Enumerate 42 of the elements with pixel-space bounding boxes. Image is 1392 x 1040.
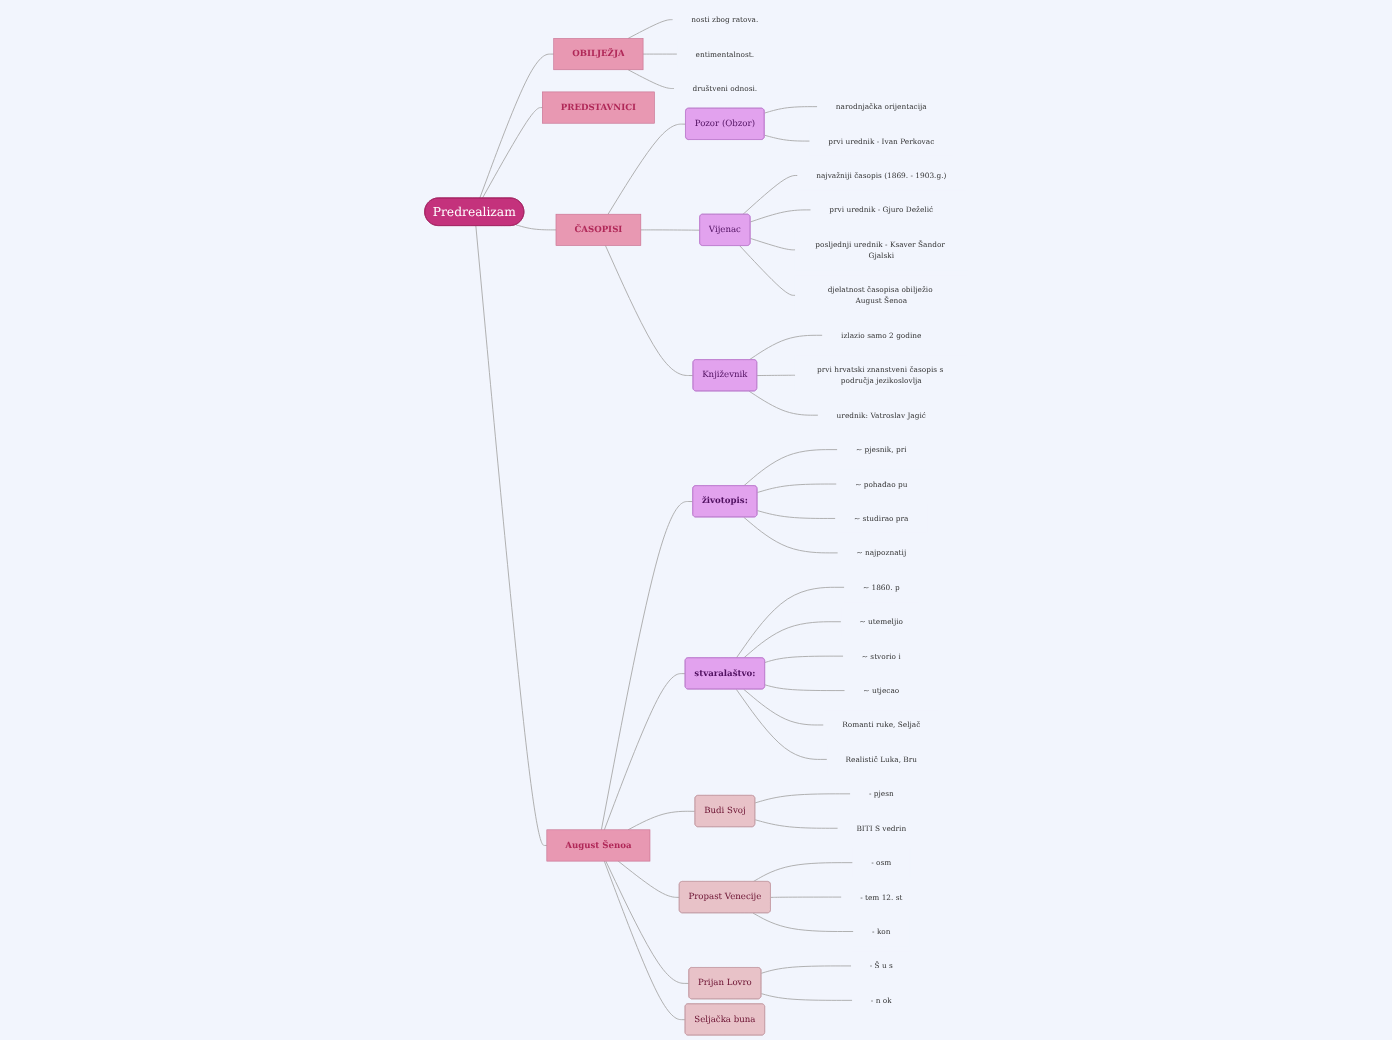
connector <box>754 819 839 829</box>
connector <box>475 225 548 846</box>
connector <box>479 53 555 199</box>
connector <box>764 655 844 663</box>
connector <box>764 134 811 142</box>
connector <box>603 673 686 831</box>
connector <box>607 123 687 215</box>
connector <box>739 245 796 296</box>
connector <box>756 374 796 376</box>
connector <box>515 224 557 231</box>
connector <box>770 896 843 898</box>
connector <box>735 688 828 760</box>
connector <box>617 860 680 898</box>
connector <box>627 69 675 89</box>
connector <box>627 810 696 831</box>
connector <box>642 53 678 55</box>
connector <box>752 912 855 932</box>
connector <box>760 965 852 974</box>
connector <box>748 390 819 416</box>
connector <box>752 862 854 883</box>
connector <box>742 175 799 215</box>
connector <box>754 793 851 804</box>
connector <box>748 334 824 361</box>
connector <box>764 684 846 692</box>
connector <box>481 107 543 199</box>
connector <box>760 993 853 1001</box>
connector <box>749 209 812 223</box>
connector <box>743 449 839 487</box>
connector <box>640 229 701 231</box>
connector <box>743 516 839 554</box>
connector <box>605 245 694 376</box>
connector <box>735 586 845 659</box>
connector <box>743 688 825 726</box>
connector <box>627 19 674 39</box>
connector <box>605 860 690 984</box>
connector <box>764 106 818 114</box>
connector <box>603 860 686 1021</box>
connector <box>600 501 694 831</box>
connector <box>749 238 796 251</box>
connector <box>756 510 837 519</box>
connector <box>756 483 838 493</box>
connector <box>743 621 842 659</box>
